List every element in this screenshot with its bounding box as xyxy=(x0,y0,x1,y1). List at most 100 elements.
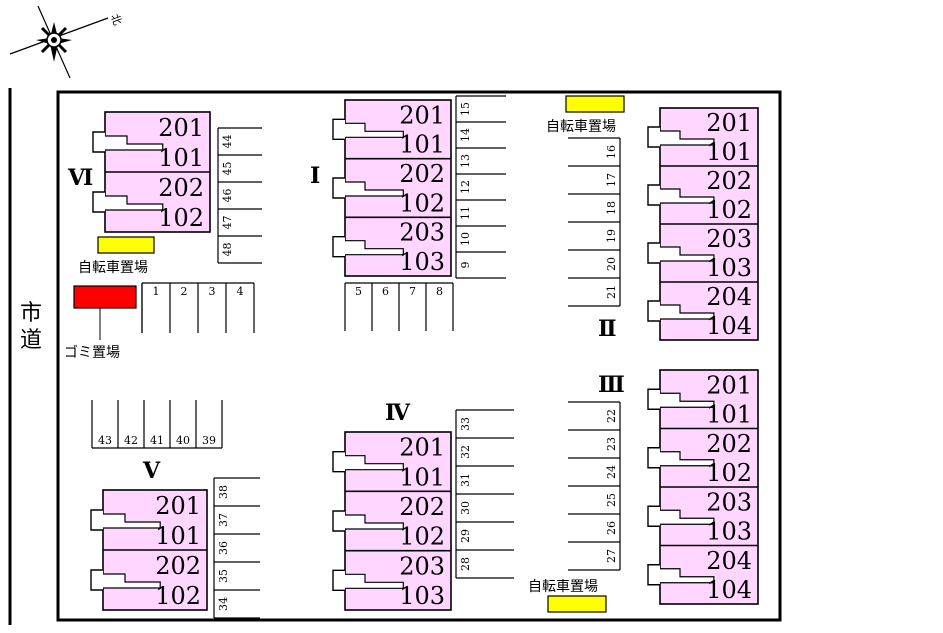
room-ii-101: 101 xyxy=(706,138,752,166)
room-vi-101: 101 xyxy=(158,144,204,172)
room-iii-103: 103 xyxy=(706,518,752,546)
parking-slot-37: 37 xyxy=(217,513,230,527)
road-label-2: 道 xyxy=(20,328,42,353)
room-i-203: 203 xyxy=(399,219,445,247)
room-ii-103: 103 xyxy=(706,254,752,282)
building-label-i: Ⅰ xyxy=(310,163,320,189)
bike-parking-icon xyxy=(97,236,155,254)
parking-slot-39: 39 xyxy=(202,434,216,447)
parking-slot-4: 4 xyxy=(237,285,244,298)
parking-slot-8: 8 xyxy=(436,285,443,298)
room-iv-102: 102 xyxy=(399,523,445,551)
parking-slot-42: 42 xyxy=(124,434,138,447)
room-i-201: 201 xyxy=(399,101,445,129)
room-i-102: 102 xyxy=(399,189,445,217)
parking-slot-26: 26 xyxy=(605,521,618,535)
parking-slot-24: 24 xyxy=(605,465,618,479)
parking-slot-35: 35 xyxy=(217,569,230,583)
parking-slot-18: 18 xyxy=(605,201,618,215)
room-vi-202: 202 xyxy=(158,174,204,202)
room-iii-201: 201 xyxy=(706,371,752,399)
parking-slot-40: 40 xyxy=(176,434,190,447)
parking-slot-6: 6 xyxy=(382,285,389,298)
building-label-v: Ⅴ xyxy=(142,458,161,484)
room-vi-102: 102 xyxy=(158,204,204,232)
room-i-101: 101 xyxy=(399,131,445,159)
bike-parking-icon xyxy=(565,95,625,113)
parking-slot-5: 5 xyxy=(355,285,362,298)
parking-slot-28: 28 xyxy=(459,557,472,571)
parking-slot-33: 33 xyxy=(459,417,472,431)
room-iv-103: 103 xyxy=(399,582,445,610)
garbage-label: ゴミ置場 xyxy=(64,344,120,360)
room-v-101: 101 xyxy=(155,522,201,550)
room-iv-101: 101 xyxy=(399,463,445,491)
parking-slot-12: 12 xyxy=(459,180,472,194)
parking-slot-48: 48 xyxy=(221,243,234,257)
garbage-area-icon xyxy=(73,285,137,309)
parking-slot-25: 25 xyxy=(605,493,618,507)
parking-slot-17: 17 xyxy=(605,173,618,187)
room-vi-201: 201 xyxy=(158,114,204,142)
parking-slot-41: 41 xyxy=(150,434,164,447)
bike-parking-label-iii: 自転車置場 xyxy=(528,578,598,594)
parking-slot-2: 2 xyxy=(181,285,188,298)
parking-slot-27: 27 xyxy=(605,549,618,563)
parking-slot-10: 10 xyxy=(459,232,472,246)
room-iv-201: 201 xyxy=(399,434,445,462)
room-i-103: 103 xyxy=(399,248,445,276)
bike-parking-label-ii: 自転車置場 xyxy=(546,118,616,134)
room-iii-203: 203 xyxy=(706,488,752,516)
parking-slot-11: 11 xyxy=(459,206,472,220)
room-i-202: 202 xyxy=(399,160,445,188)
room-v-202: 202 xyxy=(155,552,201,580)
parking-slot-22: 22 xyxy=(605,409,618,423)
parking-slot-46: 46 xyxy=(221,189,234,203)
room-iii-104: 104 xyxy=(706,576,752,604)
parking-slot-15: 15 xyxy=(459,102,472,116)
parking-slot-20: 20 xyxy=(605,257,618,271)
parking-slot-38: 38 xyxy=(217,485,230,499)
building-label-iv: Ⅳ xyxy=(385,400,411,426)
room-iii-102: 102 xyxy=(706,459,752,487)
room-ii-201: 201 xyxy=(706,109,752,137)
room-ii-203: 203 xyxy=(706,225,752,253)
parking-slot-44: 44 xyxy=(221,135,234,149)
site-boundary xyxy=(56,90,782,622)
parking-slot-29: 29 xyxy=(459,529,472,543)
parking-slot-30: 30 xyxy=(459,501,472,515)
parking-slot-3: 3 xyxy=(209,285,216,298)
parking-slot-47: 47 xyxy=(221,216,234,230)
room-v-201: 201 xyxy=(155,492,201,520)
parking-slot-31: 31 xyxy=(459,473,472,487)
room-ii-104: 104 xyxy=(706,312,752,340)
parking-slot-19: 19 xyxy=(605,229,618,243)
road-label-1: 市 xyxy=(20,301,42,326)
room-iii-202: 202 xyxy=(706,430,752,458)
room-iv-202: 202 xyxy=(399,493,445,521)
room-v-102: 102 xyxy=(155,582,201,610)
room-ii-102: 102 xyxy=(706,196,752,224)
parking-slot-32: 32 xyxy=(459,445,472,459)
parking-slot-16: 16 xyxy=(605,145,618,159)
room-iv-203: 203 xyxy=(399,552,445,580)
parking-slot-1: 1 xyxy=(153,285,160,298)
room-ii-204: 204 xyxy=(706,283,752,311)
room-iii-204: 204 xyxy=(706,547,752,575)
building-label-vi: Ⅵ xyxy=(67,165,93,191)
compass-icon xyxy=(9,5,109,79)
parking-slot-23: 23 xyxy=(605,437,618,451)
parking-slot-43: 43 xyxy=(98,434,112,447)
building-label-iii: Ⅲ xyxy=(598,372,625,398)
parking-slot-9: 9 xyxy=(459,262,472,269)
room-iii-101: 101 xyxy=(706,401,752,429)
parking-slot-13: 13 xyxy=(459,154,472,168)
parking-slot-21: 21 xyxy=(605,285,618,299)
north-label: 北 xyxy=(108,12,124,27)
bike-parking-label-vi: 自転車置場 xyxy=(78,259,148,275)
building-label-ii: Ⅱ xyxy=(598,316,617,342)
parking-slot-34: 34 xyxy=(217,597,230,611)
parking-slot-7: 7 xyxy=(409,285,416,298)
parking-slot-45: 45 xyxy=(221,162,234,176)
